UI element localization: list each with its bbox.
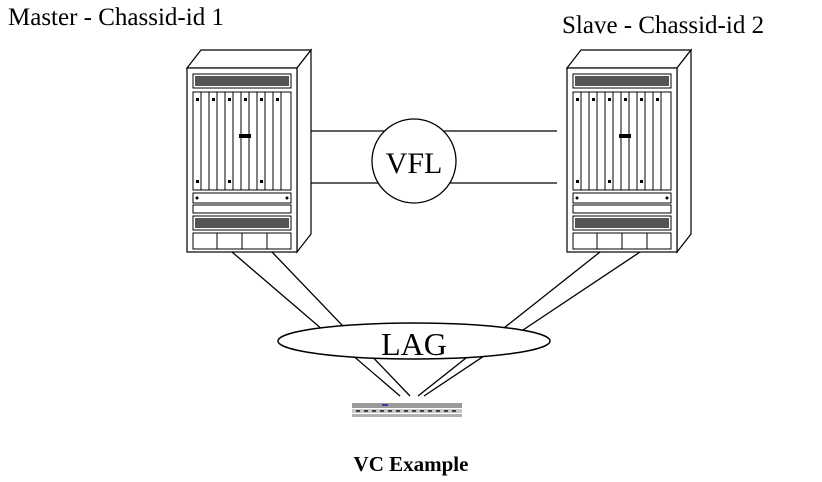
lag-node: LAG xyxy=(277,322,551,362)
lag-label: LAG xyxy=(381,326,447,362)
figure-caption: VC Example xyxy=(353,452,469,476)
master-chassis-icon xyxy=(186,49,312,253)
vfl-label: VFL xyxy=(386,147,443,180)
lag-links xyxy=(231,251,641,397)
master-chassis-label: Master - Chassid-id 1 xyxy=(8,4,224,31)
slave-chassis-icon xyxy=(566,49,692,253)
slave-chassis-label: Slave - Chassid-id 2 xyxy=(562,12,765,39)
vfl-node: VFL xyxy=(371,118,457,204)
edge-switch-icon xyxy=(352,403,462,417)
